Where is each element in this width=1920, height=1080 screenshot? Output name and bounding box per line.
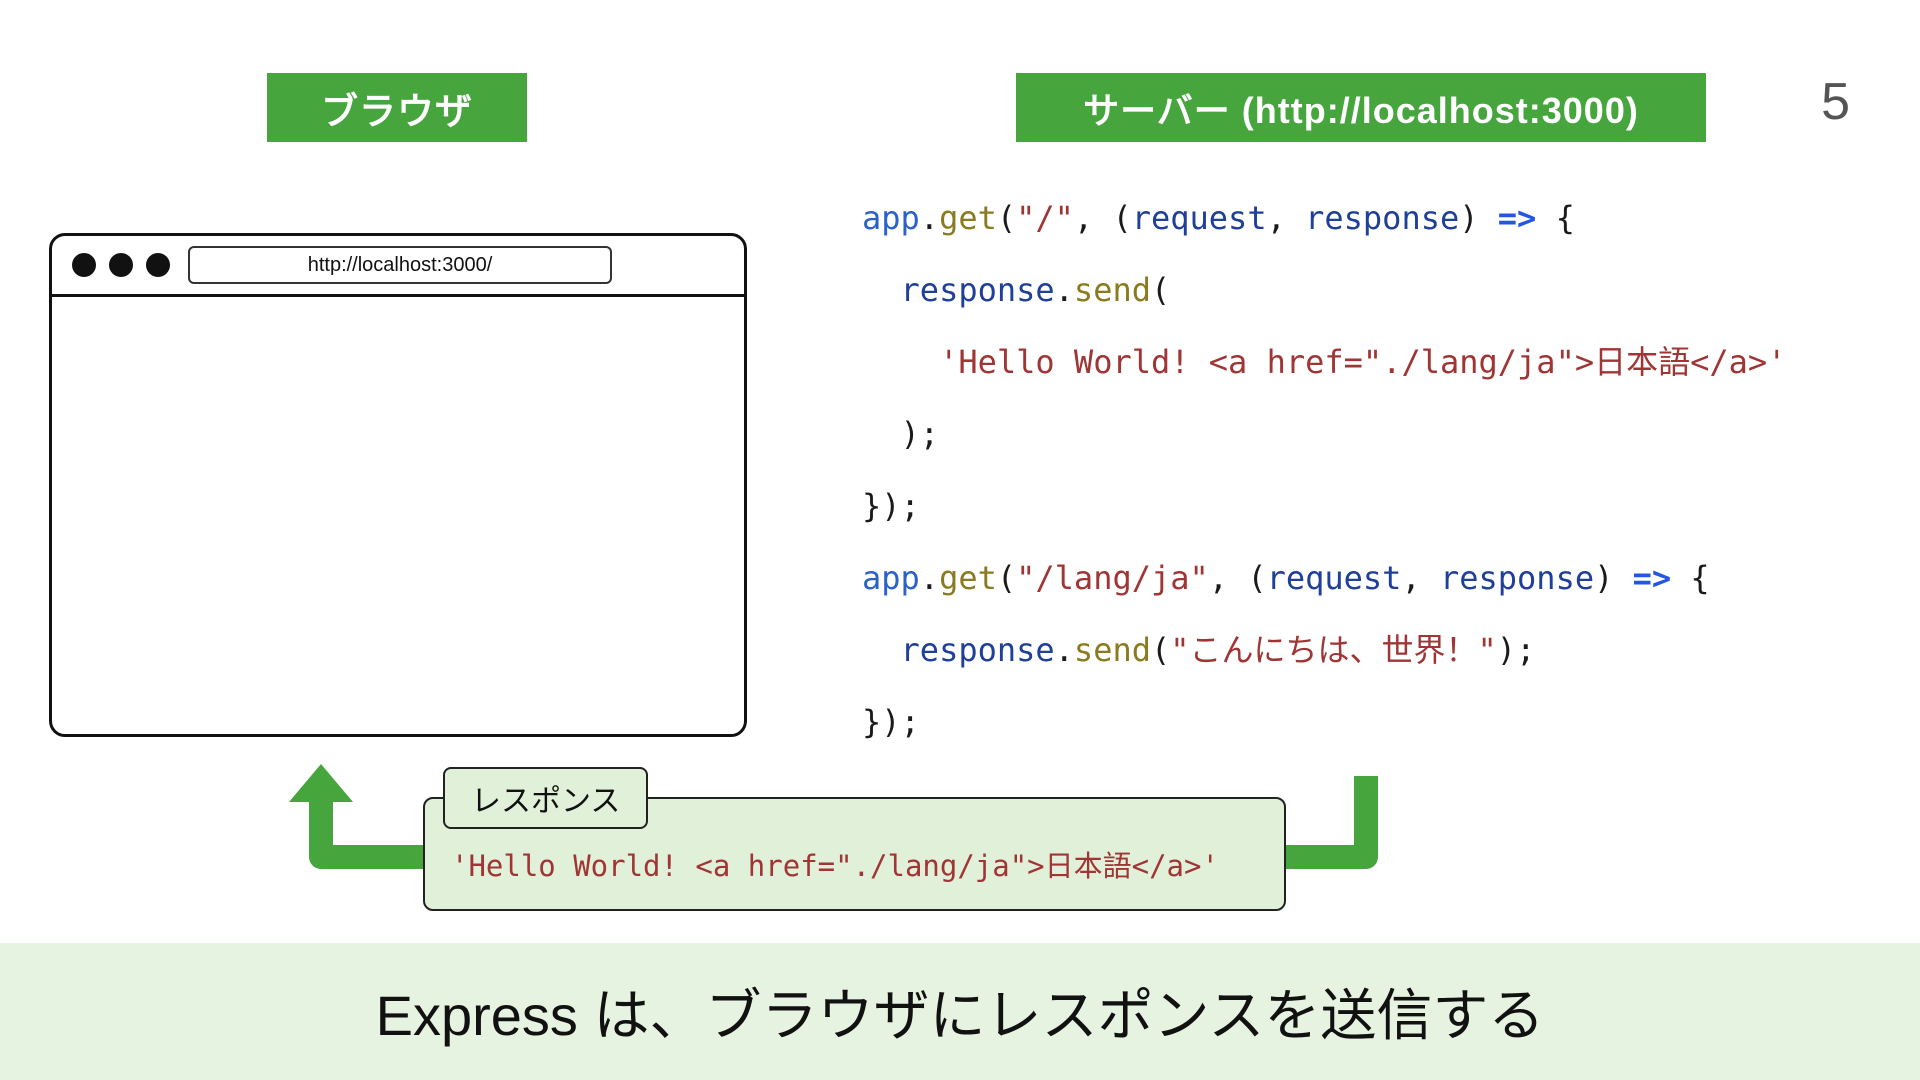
code-line: );	[862, 415, 940, 453]
code-line: 'Hello World! <a href="./lang/ja">日本語</a…	[939, 343, 1787, 381]
code-line: app.get("/lang/ja", (request, response) …	[862, 559, 1710, 597]
caption-banner: Express は、ブラウザにレスポンスを送信する	[0, 943, 1920, 1080]
response-box: レスポンス 'Hello World! <a href="./lang/ja">…	[423, 767, 1286, 911]
browser-header-label: ブラウザ	[267, 73, 527, 142]
page-number: 5	[1821, 73, 1850, 131]
server-header-label: サーバー (http://localhost:3000)	[1016, 73, 1706, 142]
browser-window: http://localhost:3000/	[49, 233, 747, 737]
window-buttons	[72, 253, 170, 277]
window-dot-icon	[72, 253, 96, 277]
code-line: response.send(	[900, 271, 1171, 309]
code-block: app.get("/", (request, response) => { re…	[862, 182, 1786, 758]
code-line: app.get("/", (request, response) => {	[862, 199, 1575, 237]
caption-text: Express は、ブラウザにレスポンスを送信する	[375, 984, 1545, 1047]
code-line: });	[862, 703, 920, 741]
window-dot-icon	[146, 253, 170, 277]
response-label: レスポンス	[443, 767, 649, 829]
url-bar: http://localhost:3000/	[188, 246, 612, 284]
window-dot-icon	[109, 253, 133, 277]
browser-titlebar: http://localhost:3000/	[52, 236, 744, 297]
code-line: response.send("こんにちは、世界！");	[900, 631, 1536, 669]
code-line: });	[862, 487, 920, 525]
